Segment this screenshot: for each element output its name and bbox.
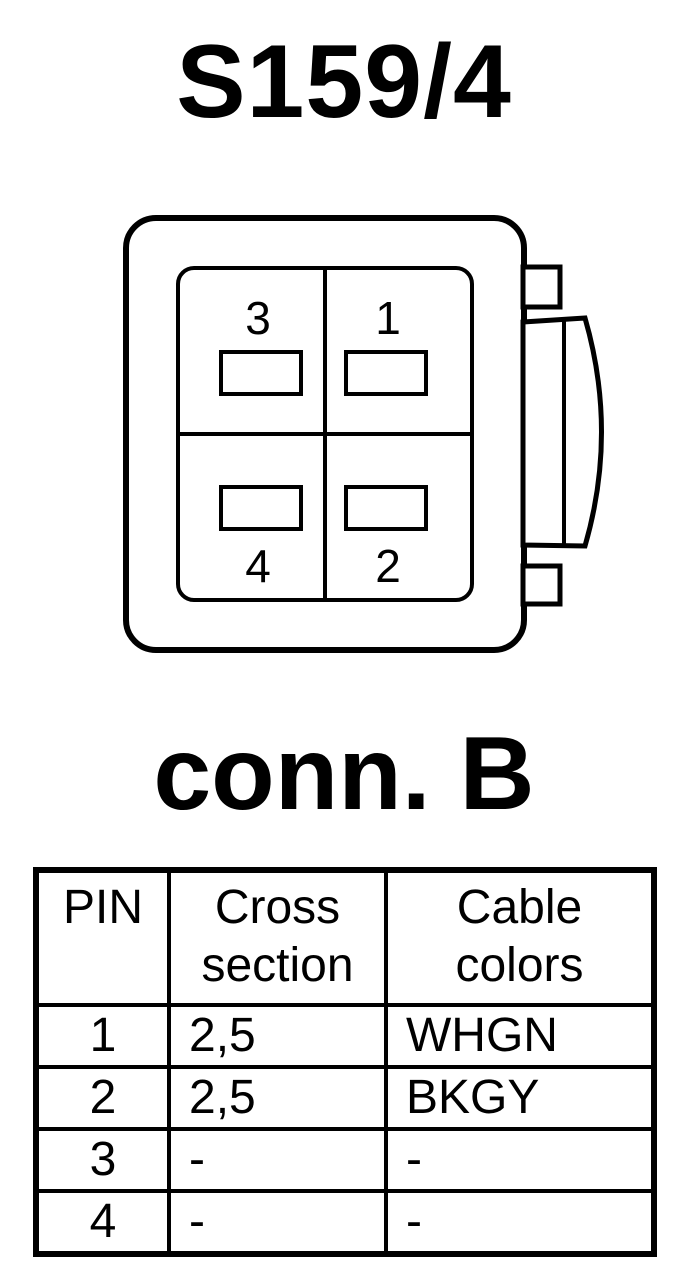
pin-table: PIN Cross section Cable colors 1 2,5 WHG… [33, 867, 657, 1257]
pin-slot-4 [219, 485, 303, 531]
cell-pin: 3 [34, 1127, 171, 1193]
cell-cross-section: 2,5 [167, 1065, 388, 1131]
cell-pin: 1 [34, 1003, 171, 1069]
pin-label-4: 4 [245, 540, 271, 592]
cell-color: - [384, 1189, 656, 1256]
cell-pin: 2 [34, 1065, 171, 1131]
connector-title: S159/4 [176, 24, 512, 140]
latch-tab-bottom [520, 563, 563, 607]
connector-name: conn. B [153, 716, 535, 832]
cell-cross-section: - [167, 1127, 388, 1193]
table-row: 4 - - [34, 1189, 656, 1256]
cell-cross-section: 2,5 [167, 1003, 388, 1069]
pin-label-3: 3 [245, 292, 271, 344]
pin-slot-3 [219, 350, 303, 396]
cell-color: - [384, 1127, 656, 1193]
table-row: 2 2,5 BKGY [34, 1065, 656, 1131]
header-cable-colors: Cable colors [384, 868, 656, 1007]
latch-tab-top [520, 264, 563, 310]
table-header-row: PIN Cross section Cable colors [34, 868, 656, 1007]
cell-color: BKGY [384, 1065, 656, 1131]
pin-label-1: 1 [375, 292, 401, 344]
cell-cross-section: - [167, 1189, 388, 1256]
cell-color: WHGN [384, 1003, 656, 1069]
cell-pin: 4 [34, 1189, 171, 1256]
connector-drawing: 3 1 4 2 [123, 215, 604, 653]
pin-slot-2 [344, 485, 428, 531]
table-row: 1 2,5 WHGN [34, 1003, 656, 1069]
header-cross-section: Cross section [167, 868, 388, 1007]
header-pin: PIN [34, 868, 171, 1007]
table-row: 3 - - [34, 1127, 656, 1193]
pin-label-2: 2 [375, 540, 401, 592]
pin-slot-1 [344, 350, 428, 396]
